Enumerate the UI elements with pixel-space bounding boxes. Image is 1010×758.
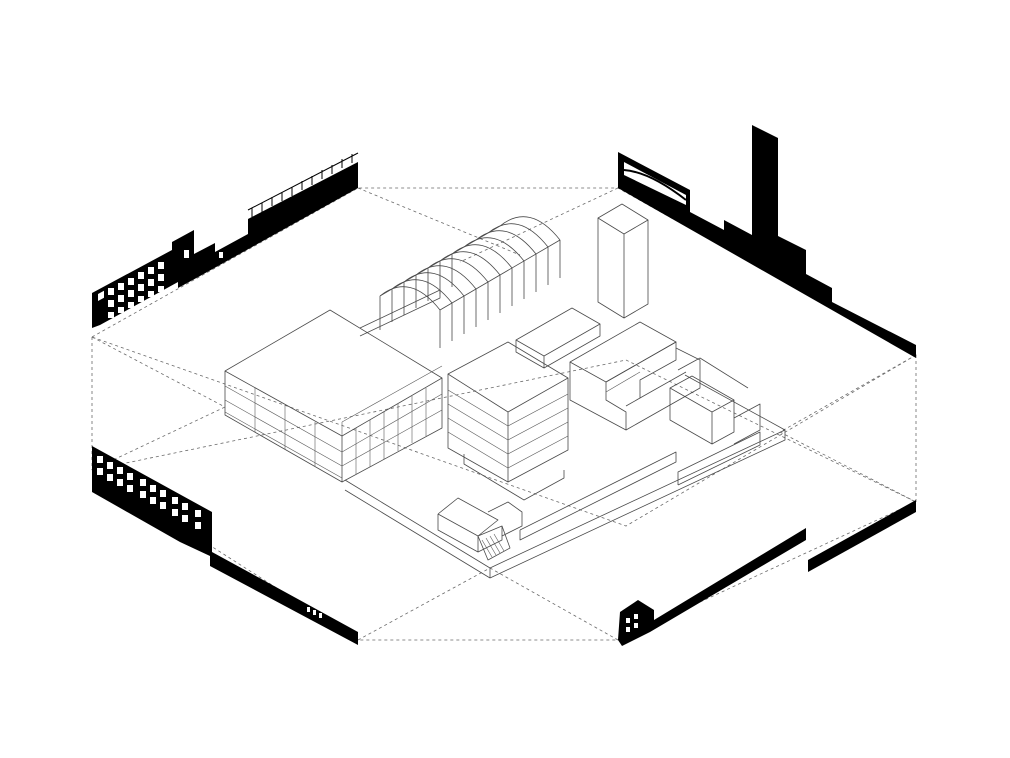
office-block [224, 309, 443, 483]
low-buildings-east [669, 357, 761, 445]
site-base [344, 374, 786, 579]
terraced-blocks [515, 307, 701, 431]
shed-roof-frames [379, 216, 561, 348]
projection-guides [91, 187, 917, 641]
elevation-south-west [92, 446, 358, 645]
small-house [437, 497, 523, 561]
stacked-block [447, 341, 569, 501]
building-silhouette-icon [92, 152, 359, 328]
elevation-south-east [618, 500, 916, 646]
site-model [224, 203, 786, 579]
building-silhouette-icon [618, 125, 916, 358]
building-silhouette-icon [92, 446, 358, 645]
tower [597, 203, 649, 319]
elevation-north-west [92, 152, 359, 328]
boundary-wall [359, 289, 761, 541]
elevation-north-east [618, 125, 916, 358]
building-silhouette-icon [618, 500, 916, 646]
